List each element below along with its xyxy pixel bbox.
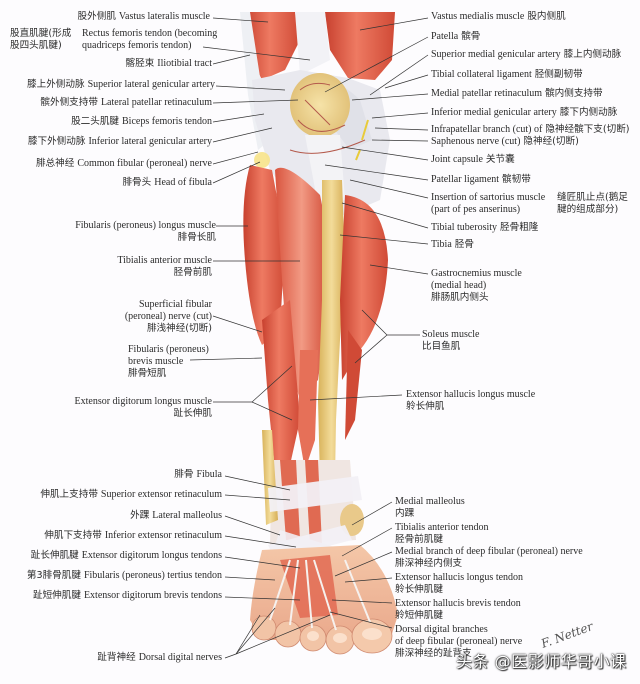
label-tibialis-anterior-tendon: Tibialis anterior tendon 胫骨前肌腱 — [395, 522, 489, 545]
label-medial-branch-deep-fibular-nerve: Medial branch of deep fibular (peroneal)… — [395, 546, 583, 569]
label-infrapatellar-branch: Infrapatellar branch (cut) of 隐神经髌下支(切断) — [431, 124, 630, 135]
label-patellar-ligament: Patellar ligament 髌韧带 — [431, 174, 531, 185]
label-vastus-lateralis: 股外侧肌 Vastus lateralis muscle — [77, 11, 210, 22]
label-rectus-femoris-zh: 股直肌腱(形成 股四头肌腱) — [10, 28, 72, 51]
label-medial-patellar-retinaculum: Medial patellar retinaculum 髌内侧支持带 — [431, 88, 603, 99]
label-rectus-femoris-en: Rectus femoris tendon (becoming quadrice… — [82, 28, 218, 51]
label-head-of-fibula: 腓骨头 Head of fibula — [122, 177, 212, 188]
toes — [251, 615, 393, 655]
leader-lines-right — [309, 17, 429, 629]
label-lateral-malleolus: 外踝 Lateral malleolus — [130, 510, 222, 521]
label-superior-medial-genicular-artery: Superior medial genicular artery 膝上内侧动脉 — [431, 49, 622, 60]
label-tibial-collateral-ligament: Tibial collateral ligament 胫侧副韧带 — [431, 69, 583, 80]
label-fibularis-tertius-tendon: 第3腓骨肌腱 Fibularis (peroneus) tertius tend… — [26, 570, 222, 581]
label-extensor-digitorum-longus-tendons: 趾长伸肌腱 Extensor digitorum longus tendons — [30, 550, 222, 561]
label-iliotibial-tract: 髂胫束 Iliotibial tract — [125, 58, 212, 69]
label-gastrocnemius-medial-head: Gastrocnemius muscle (medial head) 腓肠肌内侧… — [431, 268, 522, 303]
label-biceps-femoris-tendon: 股二头肌腱 Biceps femoris tendon — [71, 116, 212, 127]
label-soleus: Soleus muscle 比目鱼肌 — [422, 329, 480, 352]
label-inferior-extensor-retinaculum: 伸肌下支持带 Inferior extensor retinaculum — [44, 530, 222, 541]
label-tibialis-anterior-muscle: Tibialis anterior muscle 胫骨前肌 — [117, 255, 212, 278]
label-common-fibular-nerve: 腓总神经 Common fibular (peroneal) nerve — [35, 158, 212, 169]
label-extensor-hallucis-longus-muscle: Extensor hallucis longus muscle 䠲长伸肌 — [406, 389, 536, 412]
label-extensor-digitorum-brevis-tendons: 趾短伸肌腱 Extensor digitorum brevis tendons — [33, 590, 222, 601]
label-superficial-fibular-nerve: Superficial fibular (peroneal) nerve (cu… — [124, 299, 212, 334]
label-dorsal-digital-branches-deep-fibular: Dorsal digital branches of deep fibular … — [395, 624, 523, 659]
label-extensor-digitorum-longus-muscle: Extensor digitorum longus muscle 趾长伸肌 — [74, 396, 213, 419]
label-fibularis-brevis: Fibularis (peroneus) brevis muscle 腓骨短肌 — [128, 344, 209, 379]
vastus-lateralis — [245, 12, 300, 80]
label-extensor-hallucis-brevis-tendon: Extensor hallucis brevis tendon 䠲短伸肌腱 — [395, 598, 521, 621]
label-joint-capsule: Joint capsule 关节囊 — [431, 154, 515, 165]
label-tibial-tuberosity: Tibial tuberosity 胫骨粗隆 — [431, 222, 539, 233]
label-saphenous-nerve: Saphenous nerve (cut) 隐神经(切断) — [431, 136, 579, 147]
label-sartorius-insertion-zh: 缝匠肌止点(鹅足 腱的组成部分) — [557, 192, 628, 215]
label-extensor-hallucis-longus-tendon: Extensor hallucis longus tendon 䠲长伸肌腱 — [395, 572, 524, 595]
label-tibia: Tibia 胫骨 — [431, 239, 474, 250]
label-fibula: 腓骨 Fibula — [174, 469, 222, 480]
patella — [290, 73, 350, 137]
label-vastus-medialis: Vastus medialis muscle 股内侧肌 — [431, 11, 566, 22]
label-superior-lateral-genicular-artery: 膝上外侧动脉 Superior lateral genicular artery — [27, 79, 215, 90]
tibia — [318, 180, 345, 480]
label-dorsal-digital-nerves: 趾背神经 Dorsal digital nerves — [97, 652, 222, 663]
label-lateral-patellar-retinaculum: 髌外侧支持带 Lateral patellar retinaculum — [40, 97, 212, 108]
watermark: 头条 @医影师华哥小课 — [456, 652, 627, 671]
label-sartorius-insertion-en: Insertion of sartorius muscle (part of p… — [431, 192, 546, 215]
label-inferior-lateral-genicular-artery: 膝下外侧动脉 Inferior lateral genicular artery — [27, 136, 212, 147]
label-superior-extensor-retinaculum: 伸肌上支持带 Superior extensor retinaculum — [40, 489, 222, 500]
vastus-medialis — [325, 12, 395, 80]
leader-lines-left — [189, 17, 331, 659]
label-patella: Patella 髌骨 — [431, 31, 481, 42]
label-medial-malleolus: Medial malleolus 内踝 — [395, 496, 465, 519]
label-fibularis-longus: Fibularis (peroneus) longus muscle 腓骨长肌 — [75, 220, 216, 243]
label-inferior-medial-genicular-artery: Inferior medial genicular artery 膝下内侧动脉 — [431, 107, 618, 118]
